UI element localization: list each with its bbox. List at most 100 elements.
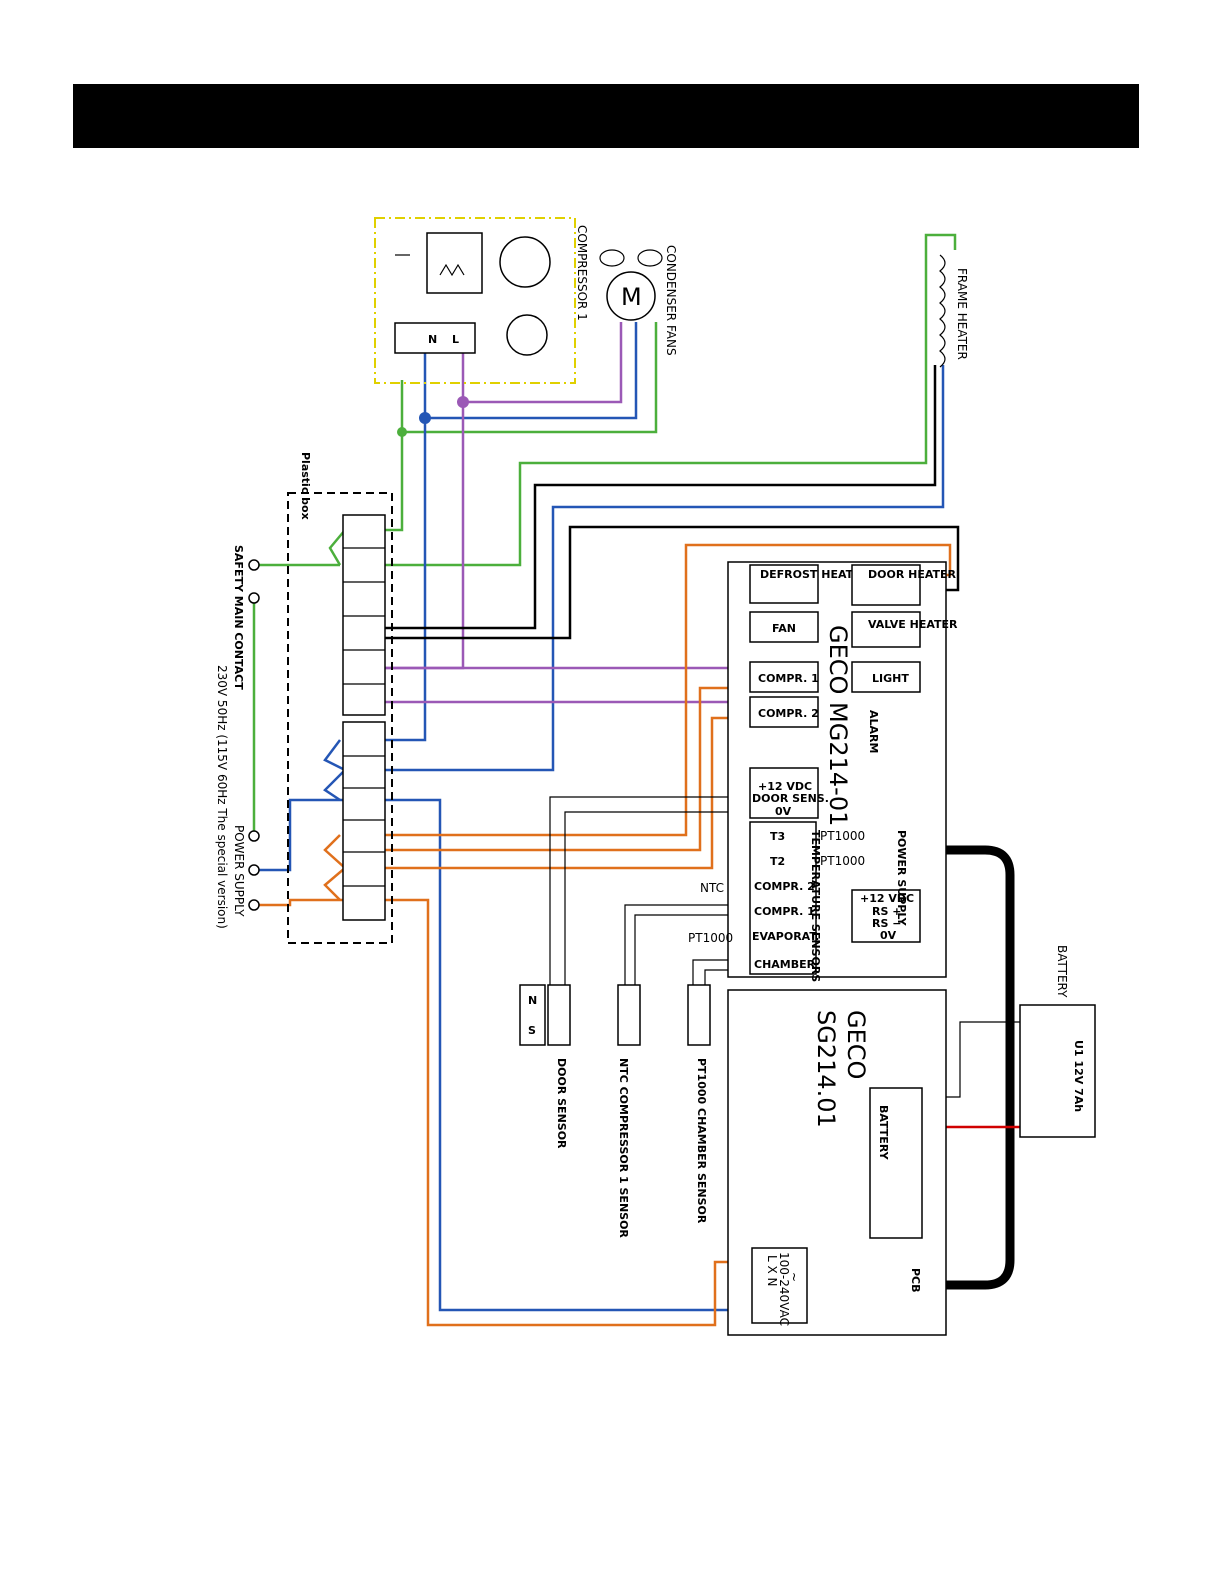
svg-text:VALVE HEATER: VALVE HEATER (868, 618, 958, 631)
pcb-label: PCB (909, 1268, 922, 1293)
power-terminal-3 (248, 899, 260, 911)
wire-door-sensor-1 (549, 796, 728, 1000)
svg-text:0V: 0V (880, 929, 897, 942)
wire-ntc (624, 904, 728, 985)
svg-text:DOOR HEATER: DOOR HEATER (868, 568, 957, 581)
battery-spec: U1 12V 7Ah (1072, 1040, 1085, 1112)
ntc-sensor-label: NTC COMPRESSOR 1 SENSOR (617, 1058, 630, 1238)
relay-l-label: L (452, 333, 459, 346)
fan-blade-top (599, 249, 625, 267)
compressor-terminal-block (394, 322, 476, 354)
svg-text:DOOR SENS.: DOOR SENS. (752, 792, 829, 805)
wire-neutral-fan (425, 322, 638, 420)
wire-pt1000 (692, 959, 728, 985)
pt1000-sensor-body (687, 984, 711, 1046)
wire-supply-live (258, 898, 735, 1327)
svg-text:T3: T3 (770, 830, 785, 843)
wire-door-sensor-2 (564, 811, 728, 990)
pt1000-sensor-label: PT1000 CHAMBER SENSOR (695, 1058, 708, 1224)
pt1000-tag-1: PT1000 (820, 829, 865, 843)
door-sensor-body (547, 984, 571, 1046)
frame-heater-coil (939, 254, 946, 368)
junction-neutral (419, 412, 431, 424)
compressor-label: COMPRESSOR 1 (575, 225, 589, 321)
wire-ground-frame (372, 233, 957, 567)
compressor-relay (426, 232, 483, 294)
pt1000-tag-3: PT1000 (688, 931, 733, 945)
wire-battery-minus (945, 1021, 1030, 1098)
svg-text:COMPR. 1: COMPR. 1 (754, 905, 815, 918)
svg-text:CHAMBER: CHAMBER (754, 958, 816, 971)
svg-text:LIGHT: LIGHT (872, 672, 909, 685)
power-terminal-1 (248, 830, 260, 842)
controller-left-blocks: DEFROST HEATER FAN COMPR. 1 COMPR. 2 +12… (749, 564, 870, 975)
ac-symbol: ~ (787, 1272, 801, 1282)
svg-text:RS +: RS + (872, 905, 901, 918)
fan-blade-bottom (637, 249, 663, 267)
plastic-box (287, 492, 393, 944)
svg-text:EVAPORAT.: EVAPORAT. (752, 930, 819, 943)
svg-text:RS −: RS − (872, 917, 901, 930)
safety-main-contact-label: SAFETY MAIN CONTACT (232, 545, 245, 690)
controller-title: GECO MG214-01 (824, 625, 852, 826)
wire-pt1000-2 (704, 969, 728, 985)
compressor-motor (499, 236, 551, 288)
svg-text:COMPR. 1: COMPR. 1 (758, 672, 819, 685)
svg-text:+12 VDC: +12 VDC (758, 780, 812, 793)
ntc-tag: NTC (700, 881, 724, 895)
junction-compressor (457, 396, 469, 408)
svg-text:0V: 0V (775, 805, 792, 818)
svg-text:COMPR. 2: COMPR. 2 (758, 707, 819, 720)
ac-input-label: 100-240VAC (777, 1252, 791, 1326)
wire-ntc-2 (634, 914, 728, 985)
power-terminal-2 (248, 864, 260, 876)
supply-unit-model: SG214.01 (812, 1010, 840, 1128)
wire-orange-compr2 (372, 716, 728, 870)
wire-supply-jumper (323, 834, 347, 901)
power-supply-label: POWER SUPPLY (232, 825, 246, 917)
wire-frame-heater-black (372, 365, 937, 630)
pcb-cable (945, 845, 1015, 1290)
wire-ground-fan (402, 322, 658, 434)
power-supply-port-label: POWER SUPPLY (895, 830, 908, 927)
safety-contact-terminal-2 (248, 592, 260, 604)
plastic-box-label: Plastic box (299, 452, 312, 520)
battery-term-block (869, 1087, 923, 1239)
fan-motor-m: M (621, 283, 642, 311)
safety-contact-terminal-1 (248, 559, 260, 571)
voltage-note: 230V 50Hz (115V 60Hz The special version… (215, 665, 229, 929)
svg-text:DEFROST HEATER: DEFROST HEATER (760, 568, 870, 581)
wire-orange-door (372, 543, 952, 837)
magnet-n-label: N (528, 994, 537, 1007)
wire-ground-jumper (328, 529, 346, 566)
frame-heater-label: FRAME HEATER (955, 268, 969, 360)
wire-neutral-jumper (323, 739, 348, 802)
battery-box (1019, 1004, 1096, 1138)
compressor-coil (439, 263, 465, 277)
wire-door-heater-black (372, 525, 960, 640)
terminal-strip (342, 514, 386, 921)
relay-n-label: N (428, 333, 437, 346)
condenser-fan-motor (606, 271, 656, 321)
condenser-fans-label: CONDENSER FANS (664, 245, 678, 356)
wire-ground-compressor (372, 380, 404, 532)
junction-ground (397, 427, 407, 437)
wire-orange-compr1 (372, 686, 728, 852)
header-banner (73, 84, 1139, 148)
controller-right-blocks: DOOR HEATER VALVE HEATER LIGHT +12 VDC R… (851, 564, 958, 943)
temperature-sensors-label: TEMPERATURE SENSORS (809, 830, 822, 982)
pt1000-tag-2: PT1000 (820, 854, 865, 868)
alarm-label: ALARM (867, 710, 880, 753)
svg-text:+12 VDC: +12 VDC (860, 892, 914, 905)
wire-neutral-frame (372, 365, 945, 772)
wire-neutral-supply (258, 798, 735, 1312)
compressor-frame (374, 217, 576, 384)
compressor-protector (506, 314, 548, 356)
door-magnet (519, 984, 546, 1046)
wire-compressor-fan (463, 322, 623, 404)
battery-term-label: BATTERY (877, 1105, 890, 1161)
svg-text:FAN: FAN (772, 622, 796, 635)
supply-unit-brand: GECO (842, 1010, 870, 1079)
ac-input-block (751, 1247, 808, 1324)
